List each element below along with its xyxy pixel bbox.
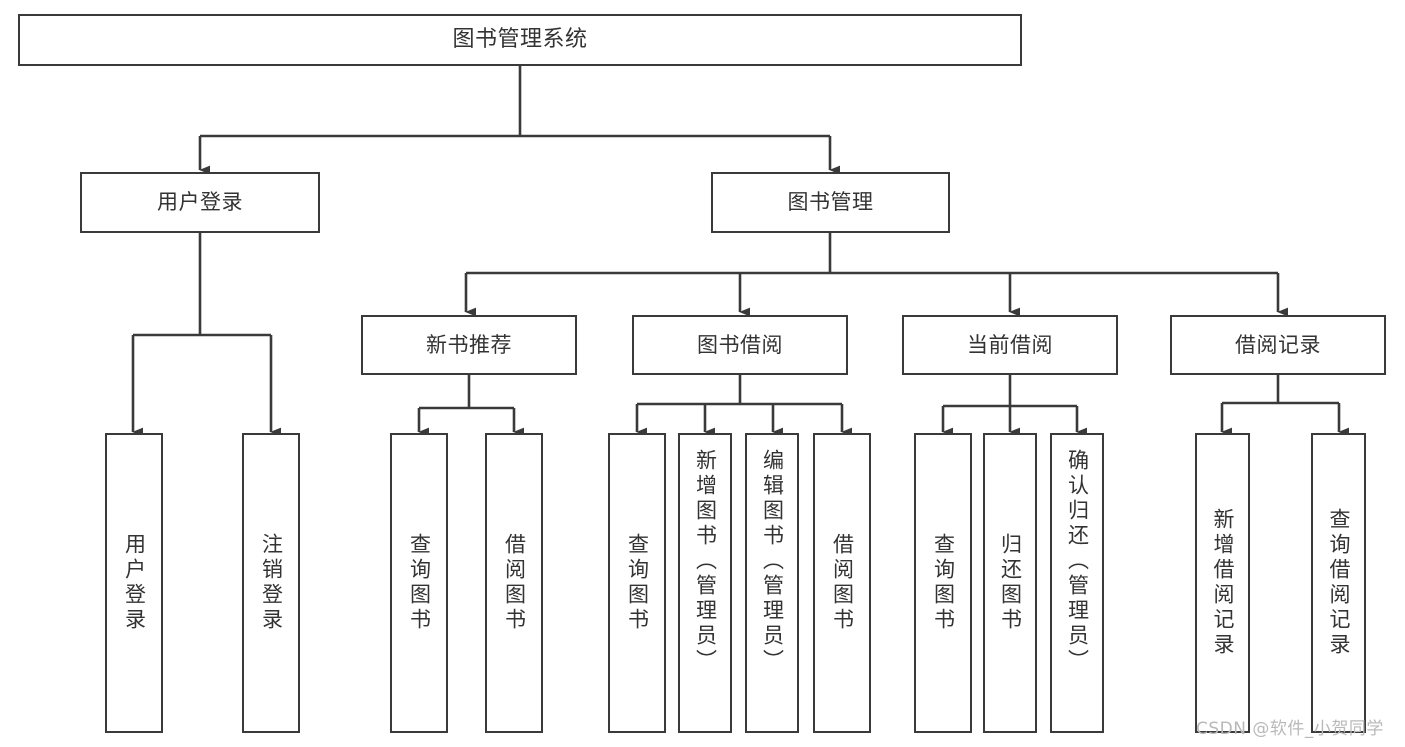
node-leaf-query-borrow-record[interactable]: 查询借阅记录: [1311, 433, 1366, 733]
node-borrowing-records[interactable]: 借阅记录: [1170, 315, 1386, 375]
node-label: 当前借阅: [967, 332, 1053, 357]
node-label: 用户登录: [157, 190, 243, 215]
node-root-book-management-system[interactable]: 图书管理系统: [18, 14, 1022, 66]
node-current-borrowing[interactable]: 当前借阅: [902, 315, 1118, 375]
csdn-watermark: CSDN @软件_小贺同学: [1196, 719, 1384, 739]
node-leaf-query-books-current[interactable]: 查询图书: [914, 433, 972, 733]
node-leaf-confirm-return-admin[interactable]: 确认归还（管理员）: [1050, 433, 1104, 733]
node-label: 编辑图书（管理员）: [760, 449, 785, 674]
node-leaf-query-books-recommend[interactable]: 查询图书: [390, 433, 448, 733]
node-new-book-recommendation[interactable]: 新书推荐: [361, 315, 577, 375]
node-leaf-add-borrow-record[interactable]: 新增借阅记录: [1195, 433, 1250, 733]
node-label: 查询图书: [407, 533, 432, 633]
node-leaf-query-books-borrow[interactable]: 查询图书: [608, 433, 666, 733]
node-label: 查询借阅记录: [1327, 508, 1351, 658]
node-book-borrowing[interactable]: 图书借阅: [632, 315, 848, 375]
node-leaf-add-book-admin[interactable]: 新增图书（管理员）: [678, 433, 732, 733]
node-label: 查询图书: [931, 533, 956, 633]
node-label: 借阅图书: [502, 533, 527, 633]
node-label: 归还图书: [998, 533, 1023, 633]
node-label: 新增借阅记录: [1211, 508, 1235, 658]
node-leaf-user-login[interactable]: 用户登录: [105, 433, 163, 733]
node-label: 借阅记录: [1235, 332, 1321, 357]
node-leaf-borrow-books-recommend[interactable]: 借阅图书: [485, 433, 543, 733]
node-label: 图书管理: [787, 190, 874, 215]
node-label: 注销登录: [259, 533, 284, 633]
node-label: 图书借阅: [697, 332, 783, 357]
node-user-login-module[interactable]: 用户登录: [80, 172, 320, 233]
node-label: 借阅图书: [830, 533, 855, 633]
node-label: 图书管理系统: [452, 27, 588, 53]
node-book-management-module[interactable]: 图书管理: [711, 172, 950, 233]
node-label: 查询图书: [625, 533, 650, 633]
node-label: 用户登录: [122, 533, 147, 633]
node-leaf-logout[interactable]: 注销登录: [242, 433, 300, 733]
node-label: 新书推荐: [426, 332, 512, 357]
node-leaf-borrow-books[interactable]: 借阅图书: [813, 433, 871, 733]
node-leaf-return-books[interactable]: 归还图书: [983, 433, 1037, 733]
node-label: 新增图书（管理员）: [693, 449, 718, 674]
node-leaf-edit-book-admin[interactable]: 编辑图书（管理员）: [745, 433, 799, 733]
node-label: 确认归还（管理员）: [1065, 449, 1090, 674]
